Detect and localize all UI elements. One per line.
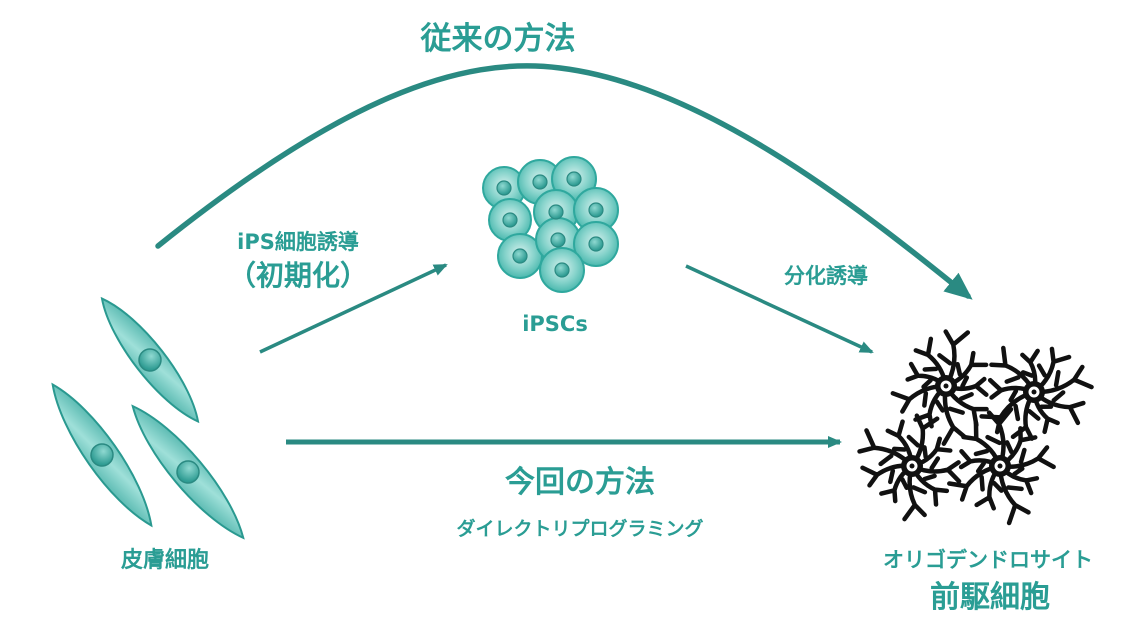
differentiation-arrow [685, 264, 874, 354]
skin-cells-label: 皮膚細胞 [120, 548, 209, 573]
differentiation-induction-label: 分化誘導 [784, 264, 868, 288]
progenitor-cells-label: 前駆細胞 [930, 580, 1050, 615]
conventional-method-label: 従来の方法 [420, 21, 576, 57]
conventional-route-arrow [155, 63, 973, 300]
oligodendrocyte-cell [857, 413, 962, 522]
oligodendrocyte-cell [979, 345, 1094, 441]
stem-cell-cluster-icon [482, 156, 619, 293]
oligodendrocyte-icon [857, 329, 1094, 526]
current-method-label: 今回の方法 [505, 465, 655, 500]
oligodendrocyte-cell [890, 329, 989, 446]
spindle-fibroblast-icon [51, 296, 245, 540]
ipscs-label: iPSCs [522, 312, 588, 336]
oligodendrocyte-label: オリゴデンドロサイト [883, 548, 1093, 572]
oligodendrocyte-cell [947, 407, 1056, 526]
direct-reprogramming-label: ダイレクトリプログラミング [456, 518, 704, 540]
reprogramming-label: （初期化） [227, 259, 368, 292]
ips-induction-arrow [259, 263, 448, 354]
ips-induction-label: iPS細胞誘導 [237, 230, 359, 254]
